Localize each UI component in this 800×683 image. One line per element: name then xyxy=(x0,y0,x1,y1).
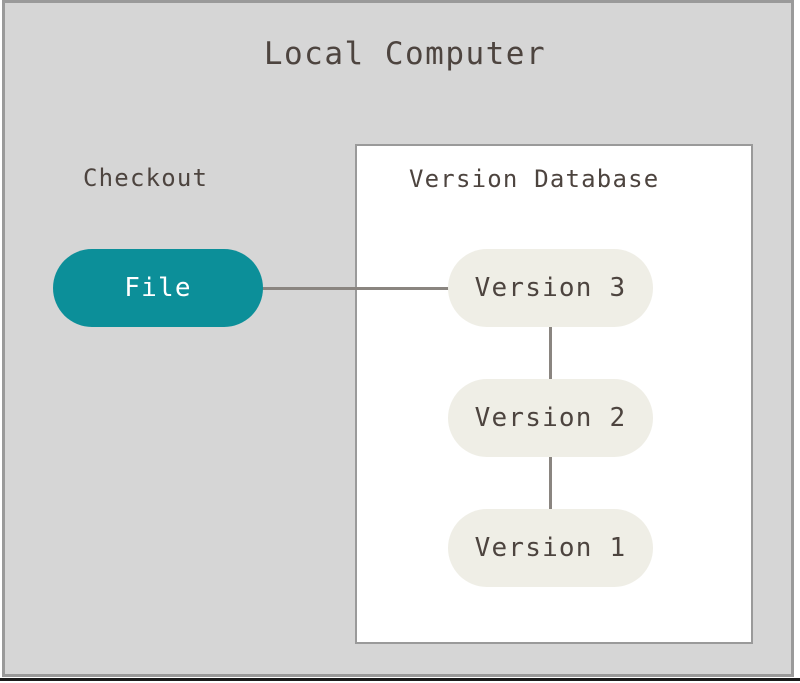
version-1-node[interactable]: Version 1 xyxy=(448,509,653,587)
connector-file-to-version3 xyxy=(257,287,457,290)
connector-version2-to-version1 xyxy=(549,445,552,539)
version-3-node[interactable]: Version 3 xyxy=(448,249,653,327)
file-node[interactable]: File xyxy=(53,249,263,327)
connector-version3-to-version2 xyxy=(549,315,552,409)
bottom-edge-shadow xyxy=(0,678,800,681)
local-computer-title: Local Computer xyxy=(263,36,547,72)
version-database-section-label: Version Database xyxy=(409,165,660,193)
version-2-node[interactable]: Version 2 xyxy=(448,379,653,457)
checkout-section-label: Checkout xyxy=(83,164,209,192)
